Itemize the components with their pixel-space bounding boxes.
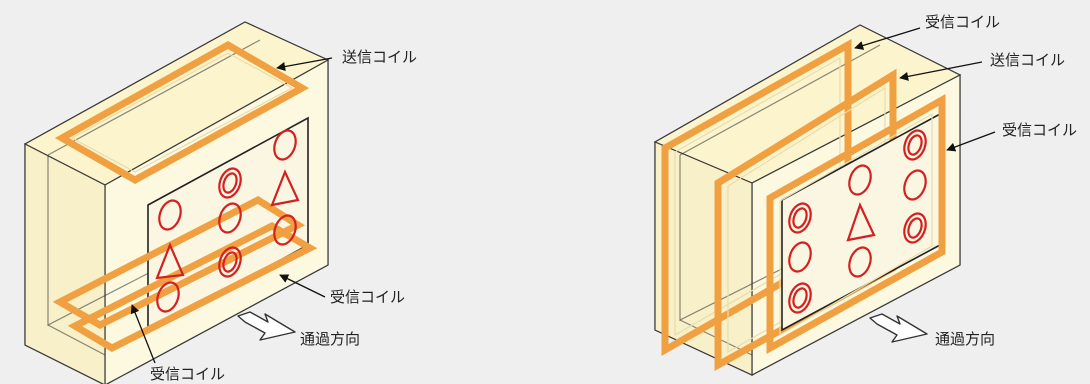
circle-icon [903, 169, 927, 201]
circle-icon [273, 129, 297, 161]
double-ring-icon [788, 202, 812, 234]
double-ring-icon-inner [222, 172, 238, 194]
left-box-hidden-edge [47, 39, 261, 156]
left-markers [155, 129, 300, 313]
left-diagram: 送信コイル 受信コイル 受信コイル 通過方向 [23, 21, 417, 384]
double-ring-icon [903, 129, 927, 161]
label-receive-coil: 受信コイル [150, 365, 225, 383]
right-label-3: 受信コイル [946, 121, 1077, 152]
double-ring-icon-inner [222, 251, 238, 273]
left-label-top: 送信コイル [276, 48, 417, 72]
circle-icon [848, 246, 872, 278]
double-ring-icon-inner [907, 217, 923, 239]
left-box-left-face [24, 143, 106, 384]
double-ring-icon-inner [792, 287, 808, 309]
triangle-icon [155, 242, 185, 280]
hollow-arrow-icon [869, 313, 928, 343]
circle-icon [848, 164, 872, 196]
right-label-1: 受信コイル [854, 13, 1000, 50]
circle-icon [218, 202, 242, 234]
right-label-2: 送信コイル [899, 51, 1065, 81]
right-receive-coil-front [766, 93, 946, 354]
double-ring-icon-inner [907, 134, 923, 156]
label-receive-coil: 受信コイル [1002, 121, 1077, 139]
right-box-left-face [654, 141, 753, 376]
right-direction: 通過方向 [869, 313, 995, 348]
label-transmit-coil: 送信コイル [990, 51, 1065, 69]
circle-icon [273, 214, 297, 246]
label-receive-coil: 受信コイル [330, 288, 405, 306]
circle-icon [158, 199, 182, 231]
left-label-bottom: 受信コイル [130, 304, 225, 383]
triangle-icon [846, 202, 876, 242]
right-markers [788, 129, 927, 314]
double-ring-icon [218, 167, 242, 199]
double-ring-icon [903, 212, 927, 244]
right-diagram: 受信コイル 送信コイル 受信コイル 通過方向 [653, 13, 1077, 376]
direction-label: 通過方向 [935, 330, 995, 348]
label-transmit-coil: 送信コイル [342, 48, 417, 66]
double-ring-icon-inner [792, 207, 808, 229]
label-receive-coil: 受信コイル [925, 13, 1000, 31]
left-direction: 通過方向 [237, 311, 360, 348]
left-label-right: 受信コイル [279, 274, 405, 306]
circle-icon [788, 241, 812, 273]
left-box-hidden-edge [47, 324, 106, 356]
double-ring-icon [788, 282, 812, 314]
triangle-icon [270, 169, 300, 207]
left-receive-coil-bottom [52, 195, 318, 352]
direction-label: 通過方向 [300, 330, 360, 348]
circle-icon [156, 281, 180, 313]
double-ring-icon [218, 246, 242, 278]
left-transmit-coil [54, 40, 310, 185]
hollow-arrow-icon [237, 311, 296, 341]
